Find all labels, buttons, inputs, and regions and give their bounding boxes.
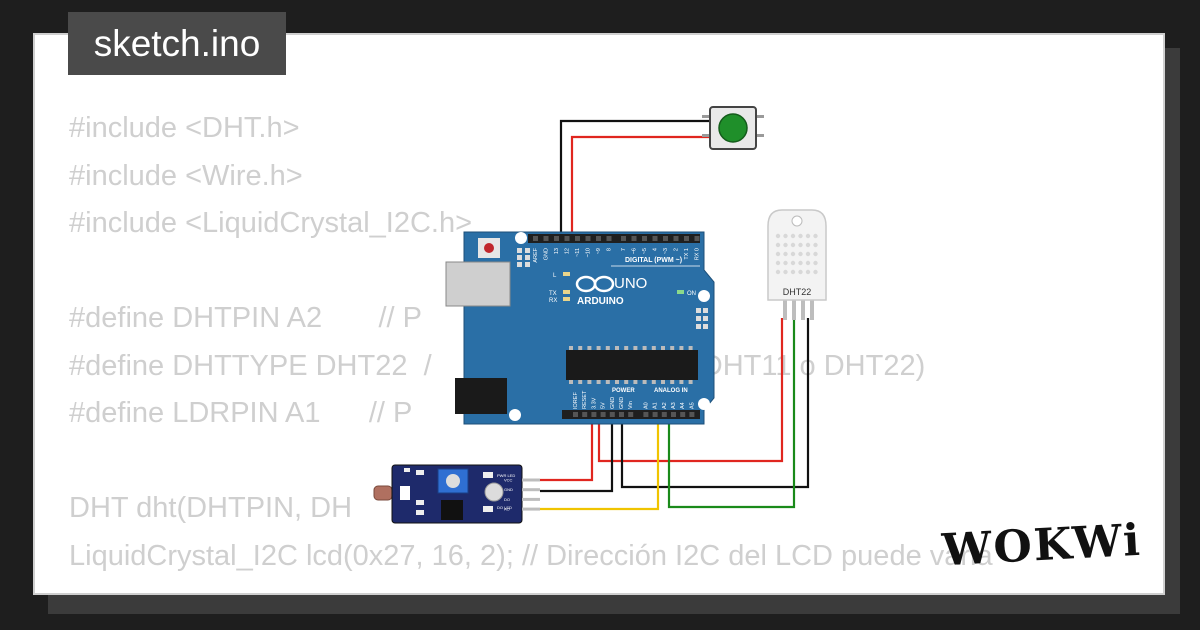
ldr-pin-label: VCC <box>504 478 513 483</box>
power-label: POWER <box>612 388 635 394</box>
top-pin-label: 4 <box>653 248 659 251</box>
ldr-module[interactable]: PWR LED DO LED VCC GND DO AO <box>373 464 540 524</box>
bottom-pin-label: 5V <box>601 402 607 409</box>
led-tx-label: TX <box>549 291 557 297</box>
mount-hole <box>509 409 521 421</box>
wire-dht-red <box>597 318 784 463</box>
file-tab[interactable]: sketch.ino <box>68 12 286 75</box>
board-brand: ARDUINO <box>577 296 624 307</box>
wire-ldr-yellow <box>540 415 660 511</box>
digital-header-label: DIGITAL (PWM ~) <box>625 257 682 264</box>
top-pin-label: 12 <box>565 248 571 254</box>
mount-hole <box>515 232 527 244</box>
digital-header <box>528 234 700 243</box>
usb-port <box>445 261 511 307</box>
bottom-pin-label: A1 <box>653 402 659 409</box>
mount-hole <box>698 290 710 302</box>
dht22-label: DHT22 <box>783 287 812 297</box>
code-line: #define LDRPIN A1 // P <box>69 397 413 429</box>
mount-hole <box>698 398 710 410</box>
bottom-pin-label: A4 <box>680 402 686 409</box>
wire-dht-black <box>620 318 810 489</box>
button-cap <box>718 113 748 143</box>
bottom-pin-label: GND <box>619 397 625 409</box>
code-line: #include <Wire.h> <box>69 159 303 192</box>
ldr-pin-label: DO <box>504 497 510 502</box>
power-jack <box>455 378 507 414</box>
bottom-pin-label: RESET <box>582 390 588 409</box>
code-line: LiquidCrystal_I2C lcd(0x27, 16, 2); // D… <box>69 539 993 572</box>
pwr-led-label: PWR LED <box>497 473 515 478</box>
top-pin-label: ~11 <box>575 248 581 257</box>
top-pin-label: ~5 <box>642 248 648 254</box>
top-pin-label: 7 <box>621 248 627 251</box>
bottom-pin-label: A2 <box>662 402 668 409</box>
top-pin-label: RX 0 <box>695 248 701 260</box>
top-pin-label: ~10 <box>586 248 592 257</box>
top-pin-label: ~9 <box>596 248 602 254</box>
top-pin-label: ~3 <box>663 248 669 254</box>
code-line: #include <DHT.h> <box>69 112 300 144</box>
arduino-infinity-logo <box>575 275 615 293</box>
code-line: #define DHTPIN A2 // P <box>69 302 422 334</box>
wire-button-red <box>570 135 712 238</box>
top-pin-label: ~6 <box>632 248 638 254</box>
bottom-pin-label: A5 <box>689 402 695 409</box>
code-listing: #include <DHT.h> #include <Wire.h> #includ… <box>69 105 993 580</box>
led-on-label: ON <box>687 291 696 297</box>
photoresistor <box>373 485 393 501</box>
top-pin-label: 8 <box>607 248 613 251</box>
wokwi-logo: WOKWi <box>941 514 1144 577</box>
wire-dht-green <box>667 318 796 509</box>
code-line: #include <LiquidCrystal_I2C.h> <box>69 207 473 239</box>
led-l-label: L <box>553 273 557 279</box>
dht-grille <box>775 233 818 275</box>
do-led-label: DO LED <box>497 505 512 510</box>
top-pin-label: 2 <box>674 248 680 251</box>
top-pin-label: AREF <box>533 247 539 262</box>
comparator-chip <box>441 500 463 520</box>
wires <box>540 119 810 511</box>
bottom-pin-label: A0 <box>643 402 649 409</box>
atmega-chip <box>566 350 698 380</box>
code-line: DHT dht(DHTPIN, DH <box>69 492 353 524</box>
ldr-pin-label: AO <box>504 507 510 512</box>
led-rx-label: RX <box>549 298 557 304</box>
wire-button-black <box>559 119 712 238</box>
top-pin-label: GND <box>544 248 550 260</box>
top-pin-label: TX 1 <box>684 248 690 260</box>
top-pin-label: 13 <box>554 248 560 254</box>
bottom-pin-label: IOREF <box>573 392 579 409</box>
wire-ldr-red <box>540 415 594 482</box>
ldr-pin-label: GND <box>504 487 513 492</box>
push-button[interactable] <box>702 106 764 150</box>
bottom-pin-label: 3.3V <box>591 397 597 409</box>
analog-label: ANALOG IN <box>654 388 688 394</box>
bottom-pin-label: A3 <box>671 402 677 409</box>
arduino-uno-board[interactable]: AREF GND 13 12 ~11 ~10 ~9 8 7 ~6 ~5 4 ~3 2 TX 1 RX 0 IO… <box>445 231 715 425</box>
board-model: UNO <box>614 275 647 292</box>
dht22-sensor[interactable]: DHT22 <box>767 209 827 320</box>
icsp-header <box>517 248 530 267</box>
wire-ldr-black <box>540 415 614 493</box>
bottom-pin-label: GND <box>610 397 616 409</box>
icsp-header <box>696 308 708 329</box>
bottom-pin-label: Vin <box>628 401 634 409</box>
